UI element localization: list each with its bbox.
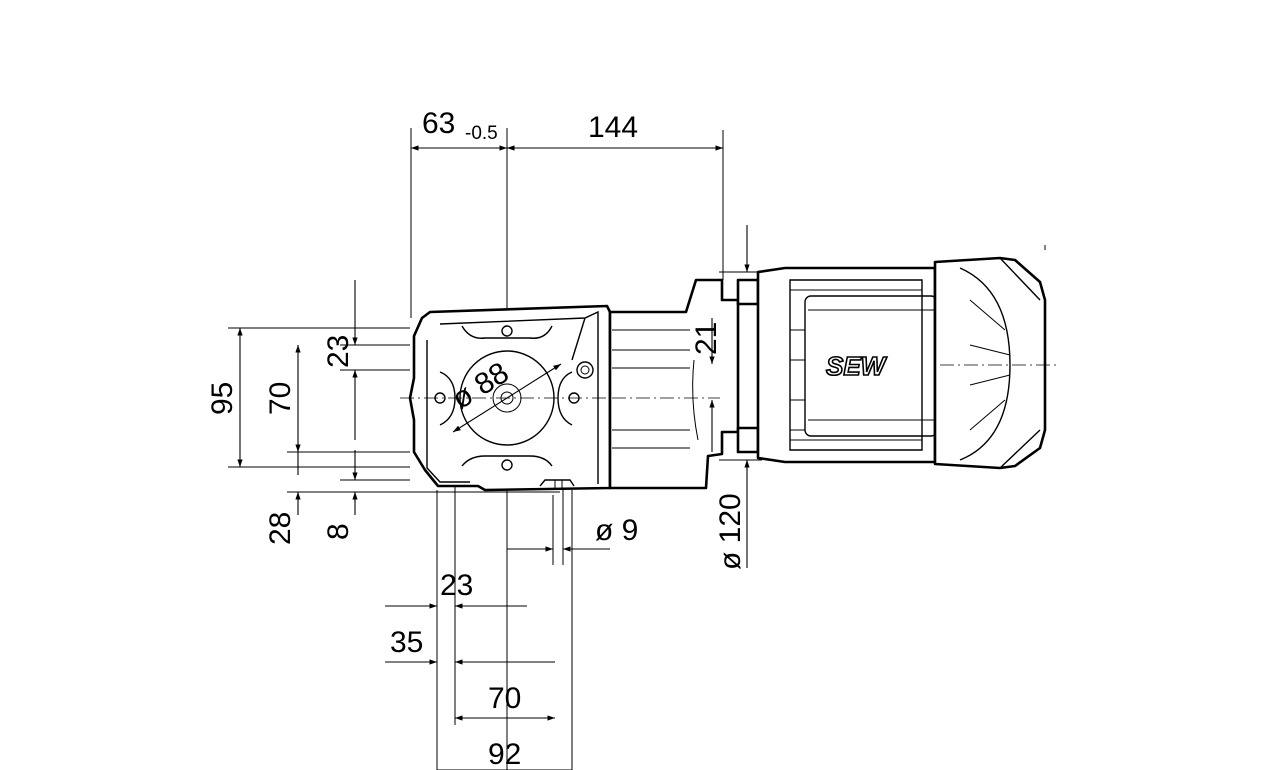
dim-35: 35 — [390, 626, 423, 659]
dim-23-horizontal: 23 — [440, 569, 473, 602]
fan-cover — [933, 245, 1060, 470]
dim-diameter-120: ø 120 — [714, 493, 747, 570]
motor: SEW — [756, 266, 938, 464]
dim-21: 21 — [690, 322, 723, 355]
gearbox-housing — [400, 304, 620, 492]
dim-28: 28 — [264, 512, 297, 545]
dim-95: 95 — [206, 382, 239, 415]
dim-63-tolerance: -0.5 — [465, 123, 498, 144]
dim-23-vertical: 23 — [322, 335, 355, 368]
dimension-lines — [237, 145, 750, 770]
dim-70-horizontal: 70 — [488, 682, 521, 715]
dim-70-vertical: 70 — [264, 382, 297, 415]
intermediate-housing — [608, 278, 760, 490]
dim-8: 8 — [322, 523, 355, 540]
dim-63: 63 — [422, 107, 455, 140]
sew-logo: SEW — [826, 351, 888, 381]
dim-92: 92 — [488, 738, 521, 770]
dim-144: 144 — [588, 111, 638, 144]
dim-diameter-9: ø 9 — [595, 514, 638, 547]
